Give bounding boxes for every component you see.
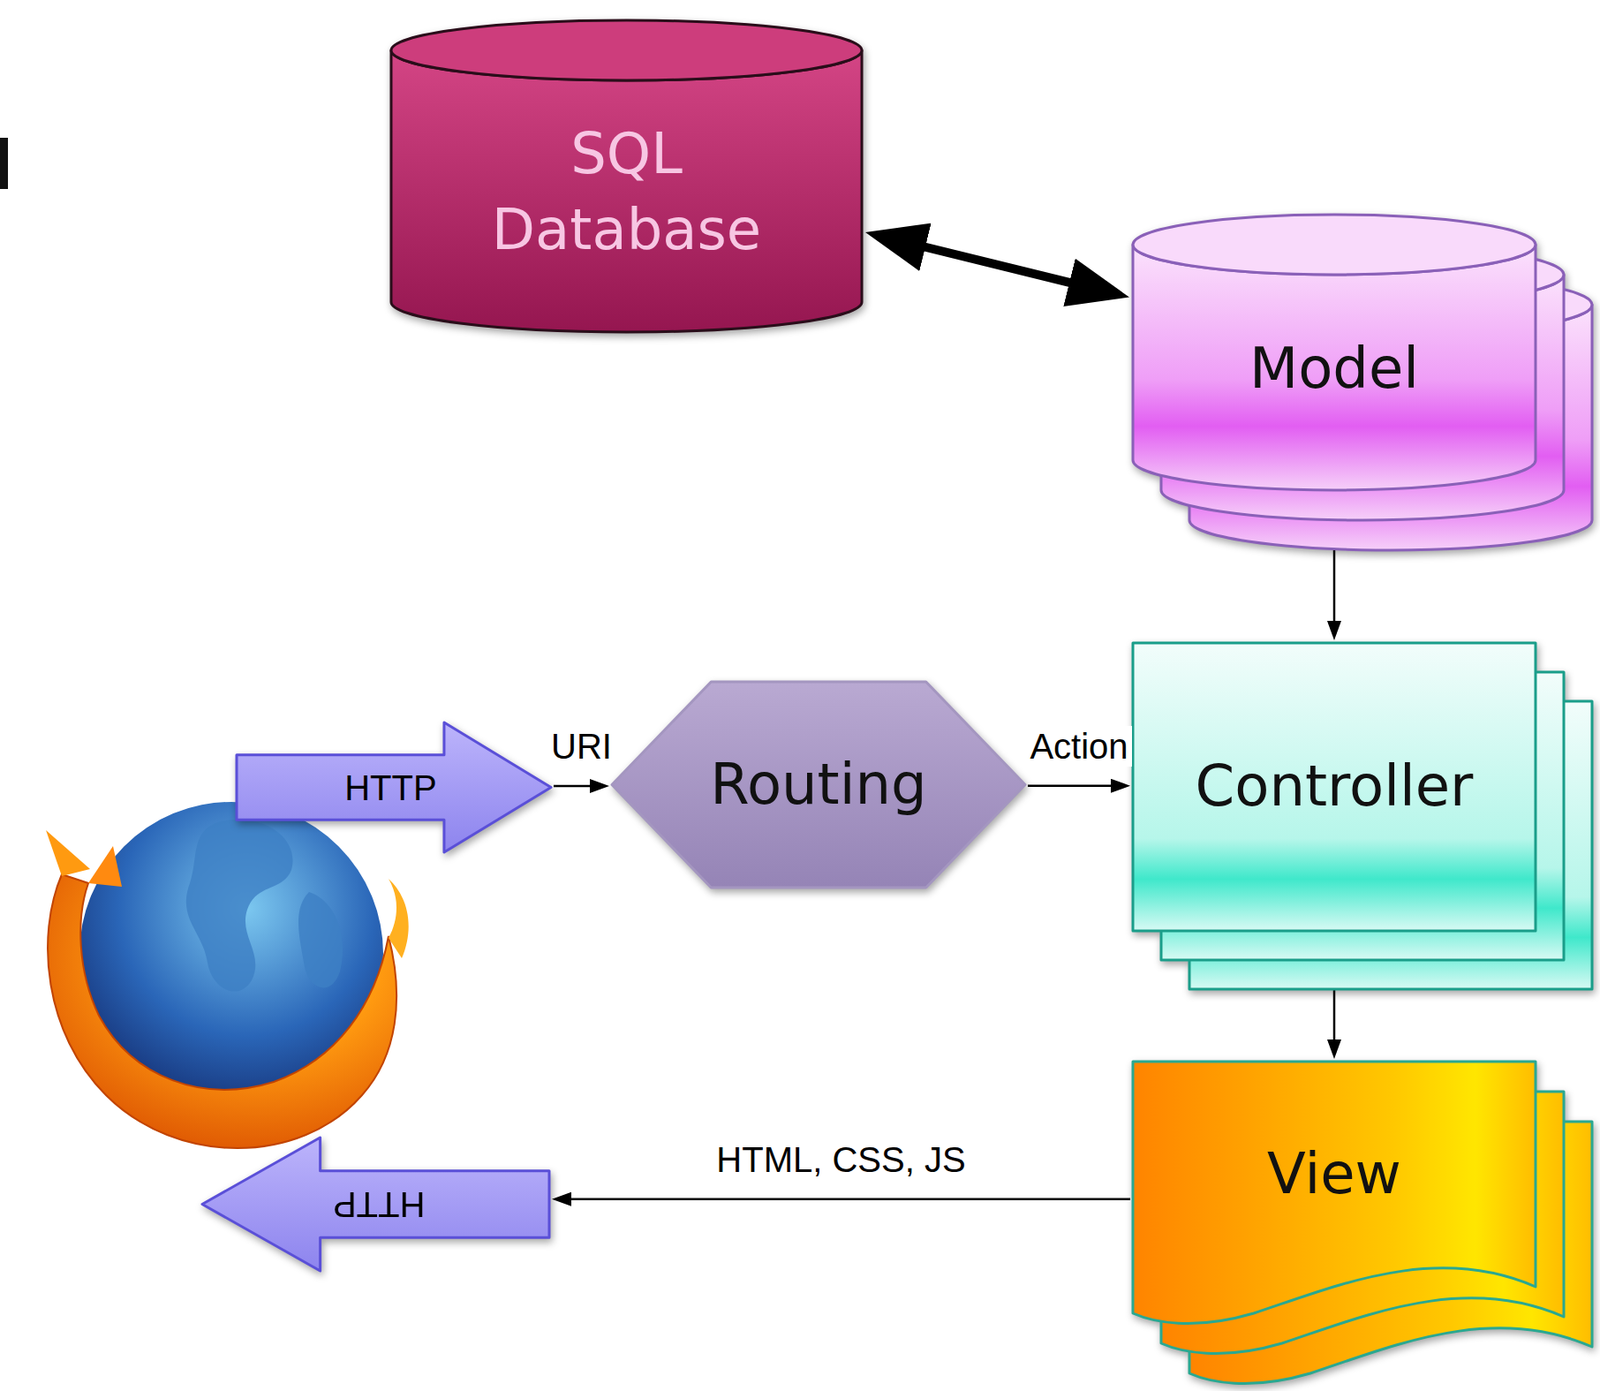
routing-hexagon: Routing <box>611 681 1026 888</box>
fox-body <box>47 874 397 1148</box>
edge-label: Action <box>1026 725 1132 767</box>
connector-arrow <box>907 242 1088 287</box>
text-area: HTTP <box>264 1170 494 1238</box>
connector-arrow <box>553 784 597 788</box>
node-label: SQL Database <box>476 115 778 269</box>
fox-ear <box>88 845 122 887</box>
shape-outline <box>391 20 862 81</box>
firefox-logo <box>45 801 409 1148</box>
shape-layer <box>1132 214 1536 491</box>
connector-arrow <box>1027 784 1117 788</box>
text-area: Controller <box>1132 642 1536 931</box>
view-document-stack: View <box>1132 1061 1536 1327</box>
shape-outline <box>611 681 1026 888</box>
shape-layer <box>236 722 551 853</box>
shape-outline <box>202 1137 550 1271</box>
edge-label: HTML, CSS, JS <box>712 1139 969 1180</box>
fox-tail-tip <box>388 878 409 959</box>
globe-continent <box>298 891 343 989</box>
edge-glyph-fragment <box>0 137 8 189</box>
shape-outline <box>1132 1061 1536 1324</box>
fox-ear <box>45 830 91 876</box>
model-cylinder-stack: Model <box>1132 214 1536 491</box>
text-area: Model <box>1132 247 1536 491</box>
node-label: HTTP <box>332 1184 425 1225</box>
sql-database-cylinder: SQL Database <box>391 20 862 333</box>
shape-outline <box>236 722 551 853</box>
node-label: View <box>1267 1141 1402 1208</box>
node-label: Controller <box>1195 754 1474 820</box>
controller-box-stack: Controller <box>1132 642 1536 931</box>
text-area: HTTP <box>286 754 495 821</box>
shape-outline <box>391 50 862 333</box>
shape-layer <box>202 1137 550 1271</box>
text-area: Routing <box>670 681 968 888</box>
node-label: Routing <box>709 752 927 818</box>
node-label: Model <box>1249 336 1419 402</box>
node-label: HTTP <box>344 767 437 808</box>
connector-arrow <box>565 1198 1131 1201</box>
http-response-arrow: HTTP <box>202 1137 550 1271</box>
shape-outline <box>1132 214 1536 275</box>
shape-layer <box>1132 1061 1536 1324</box>
shape-outline <box>1132 244 1536 491</box>
shape-layer <box>391 20 862 333</box>
shape-layer <box>1132 642 1536 931</box>
shape-outline <box>1132 642 1536 931</box>
shape-layer <box>611 681 1026 888</box>
edge-label: URI <box>547 725 616 767</box>
text-area: View <box>1132 1061 1536 1287</box>
http-request-arrow: HTTP <box>236 722 551 853</box>
text-area: SQL Database <box>391 51 862 333</box>
globe-continent <box>186 819 294 992</box>
